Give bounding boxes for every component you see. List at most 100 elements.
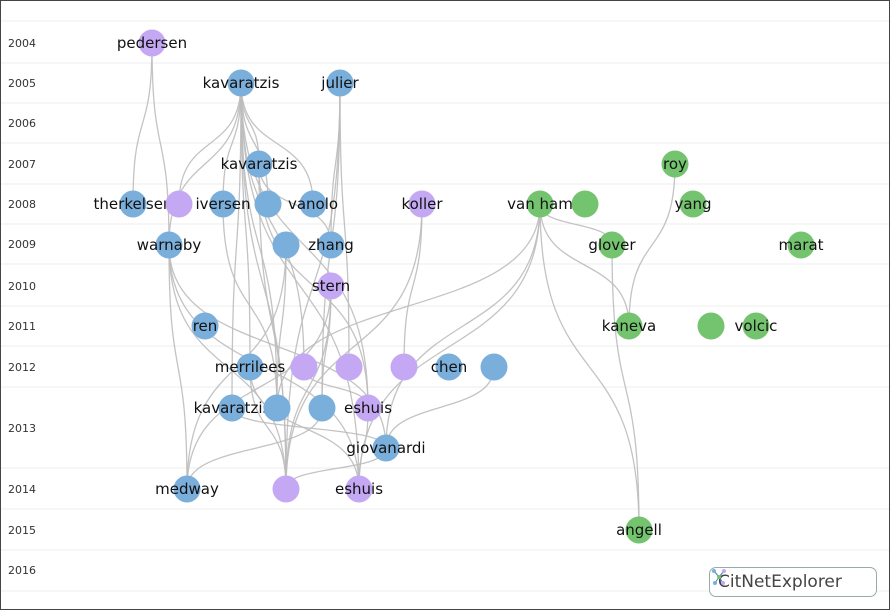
node-circle[interactable] bbox=[317, 272, 345, 300]
node-circle[interactable] bbox=[354, 394, 382, 422]
node-circle[interactable] bbox=[227, 69, 255, 97]
publication-node[interactable]: merrilees bbox=[215, 353, 286, 381]
publication-node[interactable] bbox=[480, 353, 508, 381]
publication-node[interactable]: eshuis bbox=[344, 394, 392, 422]
publication-node[interactable]: marat bbox=[778, 231, 824, 259]
node-circle[interactable] bbox=[526, 190, 554, 218]
node-label: zhang bbox=[308, 236, 354, 254]
publication-node[interactable] bbox=[390, 353, 418, 381]
node-circle[interactable] bbox=[236, 353, 264, 381]
node-circle[interactable] bbox=[191, 312, 219, 340]
node-circle[interactable] bbox=[209, 190, 237, 218]
publication-node[interactable]: koller bbox=[401, 190, 443, 218]
node-circle[interactable] bbox=[408, 190, 436, 218]
node-circle[interactable] bbox=[625, 516, 653, 544]
publication-node[interactable] bbox=[308, 394, 336, 422]
citnetexplorer-badge[interactable]: CitNetExplorer bbox=[709, 567, 877, 597]
publication-node[interactable]: eshuis bbox=[335, 475, 383, 503]
publication-node[interactable]: kavaratzis bbox=[203, 69, 280, 97]
publication-node[interactable] bbox=[290, 353, 318, 381]
node-circle[interactable] bbox=[435, 353, 463, 381]
publication-node[interactable]: angell bbox=[616, 516, 662, 544]
node-circle[interactable] bbox=[571, 190, 599, 218]
node-circle[interactable] bbox=[326, 69, 354, 97]
citation-edge bbox=[628, 163, 676, 327]
node-circle[interactable] bbox=[165, 190, 193, 218]
publication-node[interactable]: warnaby bbox=[137, 231, 202, 259]
publication-node[interactable] bbox=[165, 190, 193, 218]
node-circle[interactable] bbox=[742, 312, 770, 340]
year-label: 2005 bbox=[8, 77, 36, 90]
node-label: kavaratzis bbox=[194, 399, 271, 417]
publication-node[interactable]: zhang bbox=[308, 231, 354, 259]
publication-node[interactable]: pedersen bbox=[117, 29, 187, 57]
node-label: kavaratzis bbox=[203, 74, 280, 92]
node-label: julier bbox=[320, 74, 359, 92]
year-label: 2007 bbox=[8, 158, 36, 171]
publication-node[interactable]: stern bbox=[312, 272, 350, 300]
publication-node[interactable]: julier bbox=[320, 69, 360, 97]
publication-node[interactable]: therkelsen bbox=[94, 190, 173, 218]
citation-edge bbox=[168, 244, 188, 490]
publication-node[interactable] bbox=[272, 475, 300, 503]
node-circle[interactable] bbox=[697, 312, 725, 340]
publication-node[interactable] bbox=[697, 312, 725, 340]
node-label: marat bbox=[778, 236, 823, 254]
citnet-logo-icon bbox=[712, 569, 726, 585]
node-circle[interactable] bbox=[272, 231, 300, 259]
citation-edge bbox=[339, 82, 350, 368]
year-label: 2014 bbox=[8, 483, 36, 496]
node-circle[interactable] bbox=[335, 353, 363, 381]
publication-node[interactable]: ren bbox=[191, 312, 219, 340]
publication-node[interactable]: iversen bbox=[196, 190, 251, 218]
node-label: chen bbox=[431, 358, 468, 376]
publication-node[interactable]: medway bbox=[155, 475, 219, 503]
publication-node[interactable]: kaneva bbox=[602, 312, 656, 340]
publication-node[interactable] bbox=[254, 190, 282, 218]
node-circle[interactable] bbox=[245, 150, 273, 178]
publication-node[interactable]: chen bbox=[431, 353, 468, 381]
node-circle[interactable] bbox=[272, 475, 300, 503]
node-circle[interactable] bbox=[787, 231, 815, 259]
publication-node[interactable]: kavaratzis bbox=[221, 150, 298, 178]
node-circle[interactable] bbox=[155, 231, 183, 259]
node-circle[interactable] bbox=[173, 475, 201, 503]
node-label: pedersen bbox=[117, 34, 187, 52]
node-label: yang bbox=[674, 195, 711, 213]
citation-edge bbox=[132, 42, 153, 205]
node-circle[interactable] bbox=[679, 190, 707, 218]
publication-node[interactable] bbox=[571, 190, 599, 218]
publication-node[interactable]: yang bbox=[674, 190, 712, 218]
publication-node[interactable]: giovanardi bbox=[346, 434, 426, 462]
publication-node[interactable] bbox=[335, 353, 363, 381]
publication-node[interactable]: kavaratzis bbox=[194, 394, 271, 422]
publication-node[interactable]: glover bbox=[588, 231, 636, 259]
node-circle[interactable] bbox=[598, 231, 626, 259]
publication-nodes: pedersen kavaratzis julier kavaratzis roy the… bbox=[94, 29, 824, 544]
publication-node[interactable]: vanolo bbox=[288, 190, 338, 218]
node-label: koller bbox=[401, 195, 443, 213]
node-circle[interactable] bbox=[661, 150, 689, 178]
year-label: 2012 bbox=[8, 361, 36, 374]
publication-node[interactable] bbox=[263, 394, 291, 422]
node-circle[interactable] bbox=[317, 231, 345, 259]
publication-node[interactable]: roy bbox=[661, 150, 689, 178]
node-circle[interactable] bbox=[615, 312, 643, 340]
node-circle[interactable] bbox=[218, 394, 246, 422]
node-circle[interactable] bbox=[372, 434, 400, 462]
node-circle[interactable] bbox=[480, 353, 508, 381]
node-label: eshuis bbox=[344, 399, 392, 417]
node-circle[interactable] bbox=[390, 353, 418, 381]
publication-node[interactable]: volcic bbox=[735, 312, 778, 340]
node-circle[interactable] bbox=[254, 190, 282, 218]
node-circle[interactable] bbox=[138, 29, 166, 57]
node-circle[interactable] bbox=[299, 190, 327, 218]
publication-node[interactable] bbox=[272, 231, 300, 259]
node-circle[interactable] bbox=[345, 475, 373, 503]
node-circle[interactable] bbox=[263, 394, 291, 422]
node-circle[interactable] bbox=[308, 394, 336, 422]
publication-node[interactable]: van ham bbox=[507, 190, 573, 218]
node-circle[interactable] bbox=[290, 353, 318, 381]
node-circle[interactable] bbox=[119, 190, 147, 218]
